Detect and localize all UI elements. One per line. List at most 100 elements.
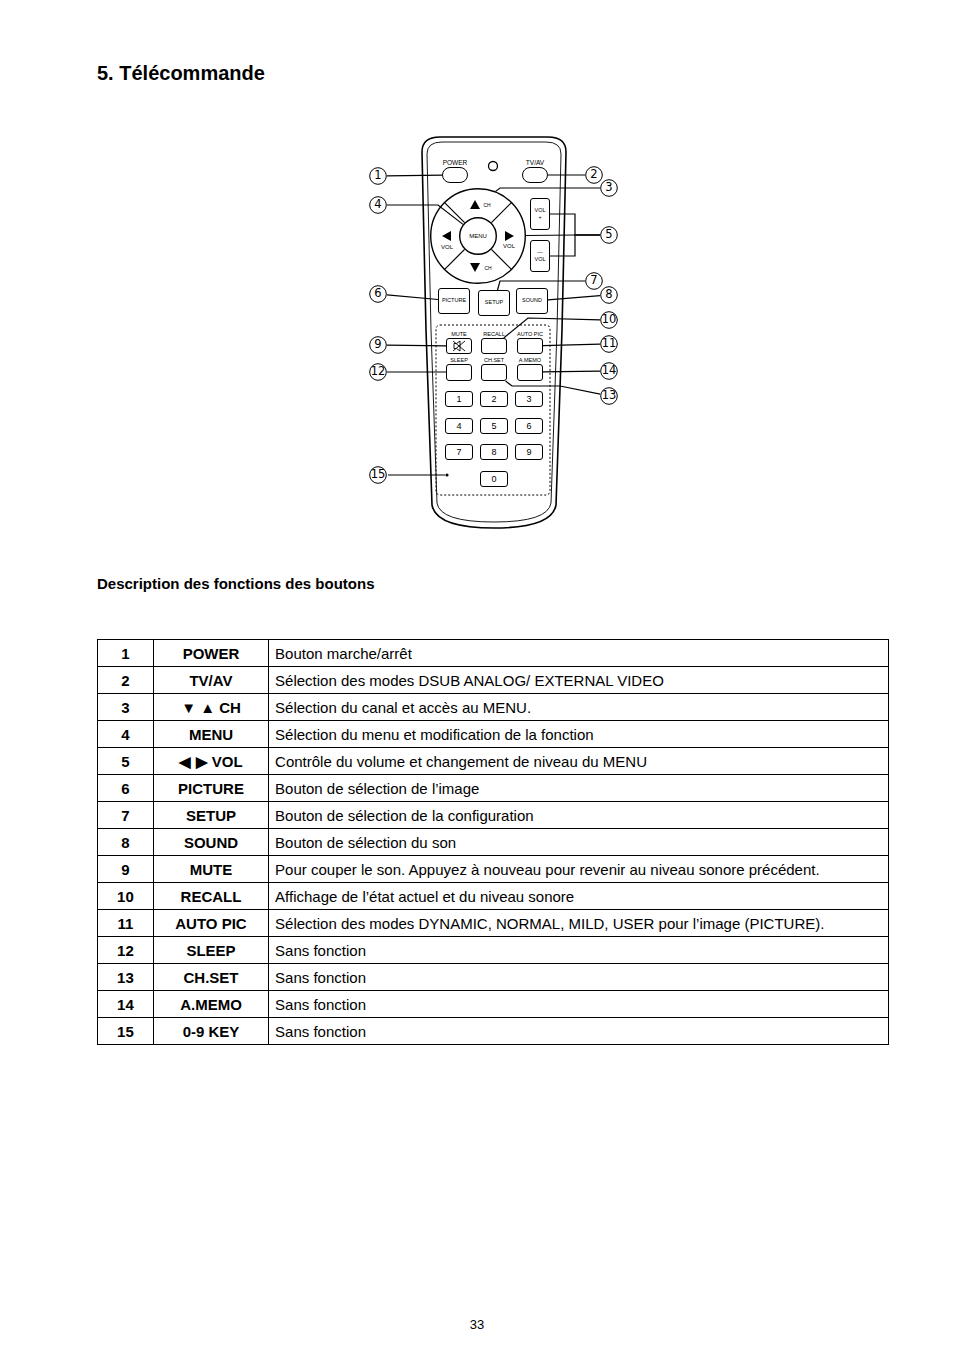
- leader-line: [496, 188, 600, 191]
- description-cell: Bouton de sélection de la configuration: [269, 802, 889, 829]
- table-text: Bouton de sélection de la configuration: [275, 807, 534, 824]
- led: [489, 162, 498, 171]
- remote-button: 6: [515, 418, 543, 434]
- table-text: PICTURE: [178, 780, 244, 797]
- leader-line: [388, 474, 445, 475]
- callout-number: 1: [369, 167, 387, 185]
- remote-button: 1: [445, 391, 473, 407]
- callout-text: 2: [590, 169, 597, 181]
- remote-button: 8: [480, 444, 508, 460]
- button-label: SOUND: [522, 298, 542, 304]
- table-text: Sans fonction: [275, 969, 366, 986]
- leader-line: [387, 345, 446, 347]
- table-row: 11AUTO PICSélection des modes DYNAMIC, N…: [98, 910, 889, 937]
- callout-number: 10: [600, 311, 618, 329]
- table-text: AUTO PIC: [175, 915, 246, 932]
- table-text: 9: [121, 861, 129, 878]
- outline-circle: [601, 227, 618, 244]
- table-body: 1POWERBouton marche/arrêt2TV/AVSélection…: [98, 640, 889, 1045]
- table-row: 7 SETUP Bouton de sélection de la configur…: [98, 802, 889, 829]
- description-cell: Sans fonction: [269, 991, 889, 1018]
- remote-button: CH.SET: [481, 364, 507, 381]
- outline-circle: [370, 467, 387, 484]
- button-label: MUTE: [451, 332, 467, 338]
- number-cell: 6: [98, 775, 154, 802]
- table-text: Sélection du canal et accès au MENU.: [275, 699, 531, 716]
- table-row: 14A.MEMOSans fonction: [98, 991, 889, 1018]
- divider: [491, 249, 512, 270]
- table-text: ▼ ▲ CH: [181, 699, 241, 716]
- leader-dot: [445, 473, 448, 476]
- arrow-up: [470, 200, 480, 209]
- callout-text: 7: [590, 275, 597, 287]
- table-text: 14: [117, 996, 134, 1013]
- remote-button: 3: [515, 391, 543, 407]
- table-row: 9MUTEPour couper le son. Appuyez à nouve…: [98, 856, 889, 883]
- table-text: TV/AV: [189, 672, 232, 689]
- cross: [453, 341, 465, 351]
- remote-button: MUTE: [446, 338, 472, 354]
- divider: [491, 202, 512, 223]
- callout-text: 11: [602, 338, 617, 350]
- outline-circle: [601, 312, 618, 329]
- callout-number: 5: [600, 226, 618, 244]
- remote-button: SETUP: [478, 290, 510, 316]
- button-label: 7: [456, 448, 461, 457]
- navpad-dividers: [444, 202, 512, 270]
- remote-button: 2: [480, 391, 508, 407]
- leader-line: [550, 214, 600, 235]
- remote-button: SOUND: [516, 288, 548, 314]
- callout-number: 4: [369, 196, 387, 214]
- button-cell: TV/AV: [153, 667, 268, 694]
- table-text: Bouton de sélection du son: [275, 834, 456, 851]
- button-cell: MUTE: [153, 856, 268, 883]
- leader-line: [526, 234, 600, 236]
- number-cell: 2: [98, 667, 154, 694]
- description-cell: Sans fonction: [269, 964, 889, 991]
- callout-text: 14: [602, 365, 617, 377]
- outline-circle: [601, 180, 618, 197]
- button-label: VOL: [534, 257, 545, 263]
- button-label: SETUP: [485, 300, 503, 306]
- callout-text: 8: [605, 289, 612, 301]
- button-label: RECALL: [483, 332, 504, 338]
- table-text: 0-9 KEY: [183, 1023, 240, 1040]
- table-text: Bouton de sélection de l’image: [275, 780, 479, 797]
- table-row: 12SLEEPSans fonction: [98, 937, 889, 964]
- number-cell: 15: [98, 1018, 154, 1045]
- table-text: 5: [121, 753, 129, 770]
- callout-number: 8: [600, 286, 618, 304]
- table-text: 13: [117, 969, 134, 986]
- button-cell: RECALL: [153, 883, 268, 910]
- outline-circle: [431, 189, 526, 284]
- table-text: 6: [121, 780, 129, 797]
- button-label: VOL: [503, 243, 515, 249]
- table-row: 2TV/AVSélection des modes DSUB ANALOG/ E…: [98, 667, 889, 694]
- button-cell: ◀ ▶ VOL: [153, 748, 268, 775]
- description-cell: Sans fonction: [269, 1018, 889, 1045]
- outline-circle: [370, 197, 387, 214]
- callout-text: 15: [371, 469, 386, 481]
- number-cell: 13: [98, 964, 154, 991]
- number-cell: 1: [98, 640, 154, 667]
- outline-circle: [370, 286, 387, 303]
- leader-line: [387, 205, 463, 224]
- table-text: 4: [121, 726, 129, 743]
- callout-number: 7: [585, 272, 603, 290]
- remote-button: 5: [480, 418, 508, 434]
- divider: [444, 249, 465, 270]
- remote-button: VOL+: [530, 198, 550, 230]
- button-cell: ▼ ▲ CH: [153, 694, 268, 721]
- button-label: VOL: [534, 208, 545, 214]
- callout-text: 3: [605, 182, 612, 194]
- table-text: SETUP: [186, 807, 236, 824]
- outline-circle: [601, 336, 618, 353]
- button-cell: CH.SET: [153, 964, 268, 991]
- button-label: —: [537, 250, 543, 256]
- number-cell: 12: [98, 937, 154, 964]
- table-text: 7: [121, 807, 129, 824]
- button-label: PICTURE: [442, 298, 466, 304]
- remote-button: MENU: [459, 217, 497, 255]
- description-cell: Sans fonction: [269, 937, 889, 964]
- description-cell: Sélection du menu et modification de la …: [269, 721, 889, 748]
